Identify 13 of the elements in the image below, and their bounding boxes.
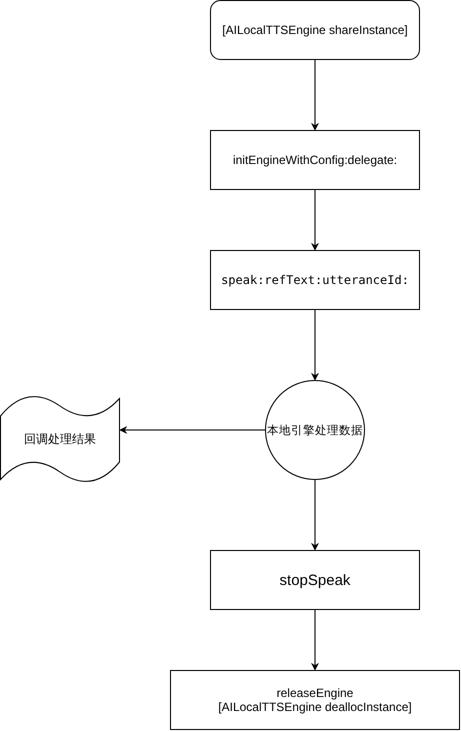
process-box: releaseEngine [AILocalTTSEngine deallocInstance]: [170, 670, 460, 730]
arrow: [311, 60, 319, 131]
arrow: [311, 610, 319, 671]
process-box: initEngineWithConfig:delegate:: [210, 130, 420, 190]
tape-shape: 回调处理结果: [0, 398, 120, 480]
start-box: [AILocalTTSEngine shareInstance]: [210, 0, 420, 60]
process-box: speak:refText:utteranceId:: [210, 250, 420, 310]
arrow: [311, 190, 319, 251]
process-circle: 本地引擎处理数据: [265, 380, 365, 480]
arrow: [119, 426, 266, 434]
process-box: stopSpeak: [210, 550, 420, 610]
arrow: [311, 310, 319, 381]
arrow: [311, 480, 319, 551]
